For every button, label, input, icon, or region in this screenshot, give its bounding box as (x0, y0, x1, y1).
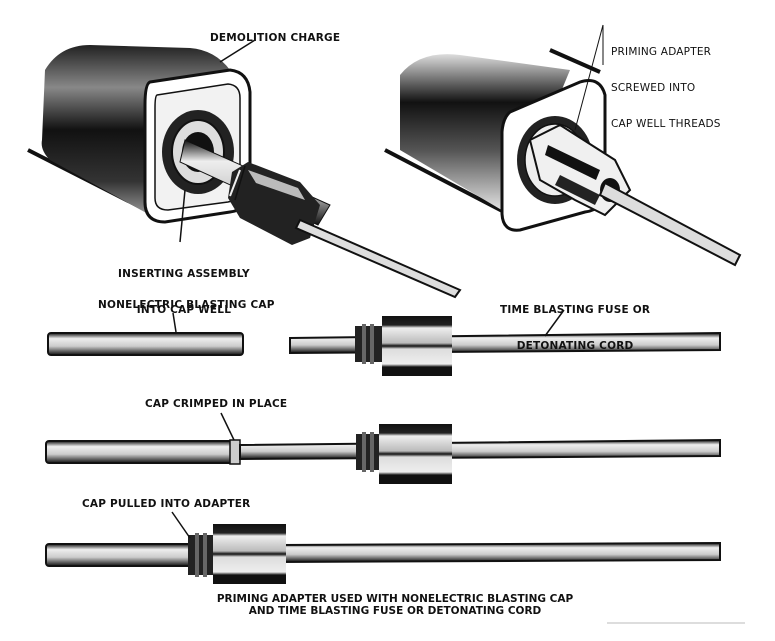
label-nonelectric-cap: NONELECTRIC BLASTING CAP (98, 299, 275, 311)
caption-line1: PRIMING ADAPTER USED WITH NONELECTRIC BL… (216, 593, 574, 605)
priming-adapter-inserting (179, 139, 462, 299)
label-priming-adapter-screwed: PRIMING ADAPTER SCREWED INTO CAP WELL TH… (611, 22, 721, 142)
label-inserting-assembly-line2: INTO CAP WELL (136, 304, 232, 316)
priming-adapter-screwed (528, 123, 742, 267)
leader-time-fuse (544, 309, 565, 337)
leader-cap-crimped (220, 412, 235, 441)
nonelectric-blasting-cap (47, 332, 244, 356)
label-time-fuse: TIME BLASTING FUSE OR DETONATING CORD (500, 280, 650, 364)
leader-priming-adapter-screwed (574, 24, 604, 131)
figure-caption: PRIMING ADAPTER USED WITH NONELECTRIC BL… (195, 593, 595, 617)
label-inserting-assembly: INSERTING ASSEMBLY INTO CAP WELL (118, 244, 250, 328)
label-cap-crimped: CAP CRIMPED IN PLACE (145, 398, 288, 410)
label-priming-adapter-line1: PRIMING ADAPTER (611, 46, 712, 58)
label-demolition-charge: DEMOLITION CHARGE (210, 32, 341, 44)
leader-nonelectric-cap (172, 312, 177, 333)
cap-crimped-assembly (45, 424, 721, 484)
time-fuse-with-adapter-row1 (289, 316, 721, 376)
label-inserting-assembly-line1: INSERTING ASSEMBLY (118, 268, 250, 280)
label-time-fuse-line1: TIME BLASTING FUSE OR (500, 304, 651, 316)
leader-inserting-assembly (179, 189, 186, 243)
caption-line2: AND TIME BLASTING FUSE OR DETONATING COR… (248, 605, 542, 617)
leader-demolition-charge (219, 39, 256, 63)
leader-cap-pulled (171, 511, 191, 539)
label-time-fuse-line2: DETONATING CORD (516, 340, 634, 352)
label-priming-adapter-line2: SCREWED INTO (611, 82, 696, 94)
cap-pulled-assembly (45, 524, 721, 584)
demolition-charge-left (27, 45, 252, 224)
label-priming-adapter-line3: CAP WELL THREADS (611, 118, 721, 130)
label-cap-pulled: CAP PULLED INTO ADAPTER (82, 498, 251, 510)
